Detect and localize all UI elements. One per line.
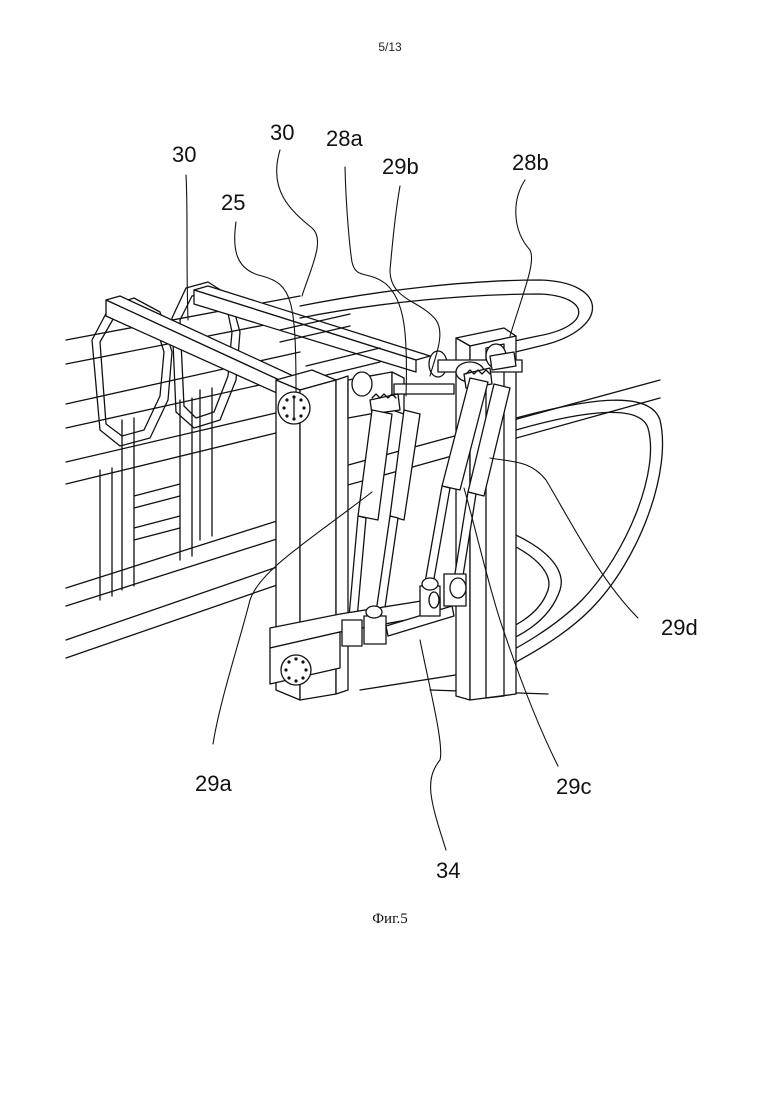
label-25: 25: [221, 190, 245, 215]
spring-29b-cylinder: [390, 410, 420, 520]
label-29b: 29b: [382, 154, 419, 179]
label-30-left: 30: [172, 142, 196, 167]
label-29d: 29d: [661, 615, 698, 640]
label-29c: 29c: [556, 774, 591, 799]
label-28a: 28a: [326, 126, 363, 151]
label-28b: 28b: [512, 150, 549, 175]
bolted-flange-lower: [281, 655, 311, 685]
bolted-flange-upper: [278, 392, 310, 424]
label-29a: 29a: [195, 771, 232, 796]
figure-caption: Фиг.5: [0, 911, 780, 928]
label-34: 34: [436, 858, 460, 883]
label-30-top: 30: [270, 120, 294, 145]
spring-29a-cylinder: [358, 410, 392, 520]
leader-lines: [186, 150, 638, 850]
